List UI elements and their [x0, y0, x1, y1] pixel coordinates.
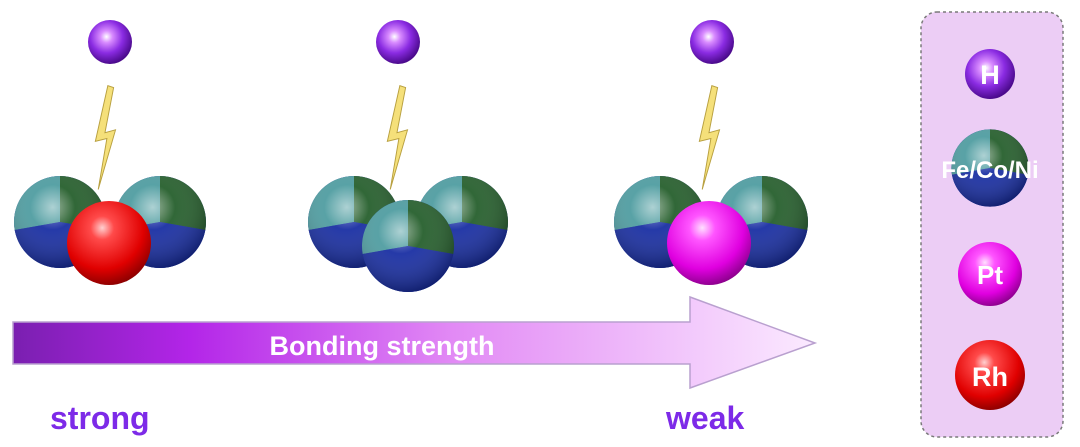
- pt-atom: [667, 201, 751, 285]
- bonding-strength-arrow: Bonding strength: [12, 295, 818, 390]
- hydrogen-atom: [690, 20, 734, 64]
- structure-weak: [613, 20, 809, 285]
- structure-strong: [13, 20, 207, 285]
- legend-rh-atom: [955, 340, 1025, 410]
- strong-label: strong: [50, 400, 150, 436]
- legend-item-fe-co-ni: Fe/Co/Ni: [941, 129, 1039, 207]
- legend-label-pt: Pt: [977, 260, 1003, 290]
- legend-panel: H Fe/Co/Ni Pt Rh: [920, 11, 1064, 438]
- weak-label: weak: [665, 400, 744, 436]
- legend-item-pt: Pt: [958, 242, 1022, 306]
- legend-hydrogen-atom: [965, 49, 1015, 99]
- lightning-bolt-icon: [94, 85, 117, 191]
- bonding-strength-label: Bonding strength: [270, 331, 495, 361]
- legend-label-h: H: [980, 60, 1000, 90]
- hydrogen-atom: [376, 20, 420, 64]
- hydrogen-atom: [88, 20, 132, 64]
- legend-pt-atom: [958, 242, 1022, 306]
- legend-label-fe-co-ni: Fe/Co/Ni: [941, 157, 1038, 184]
- rh-atom: [67, 201, 151, 285]
- fe-co-ni-atom-center: [361, 200, 455, 293]
- lightning-bolt-icon: [698, 85, 721, 191]
- legend-item-h: H: [965, 49, 1015, 99]
- structure-middle: [307, 20, 509, 293]
- legend-item-rh: Rh: [955, 340, 1025, 410]
- legend-label-rh: Rh: [972, 362, 1008, 392]
- lightning-bolt-icon: [386, 85, 409, 191]
